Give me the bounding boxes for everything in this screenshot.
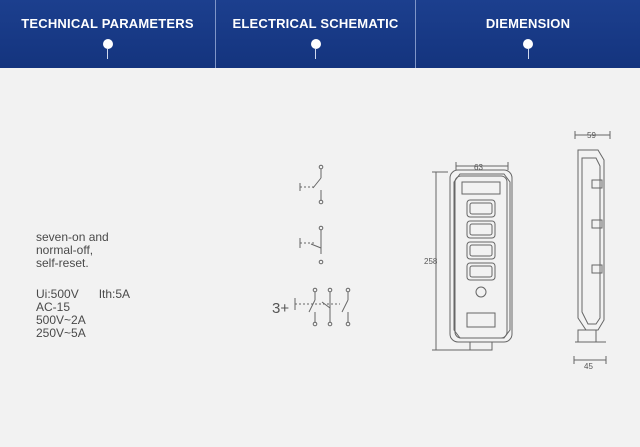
front-view-drawing (432, 162, 513, 351)
tab-indicator-dot (523, 39, 533, 49)
param-line: seven-on and (36, 230, 109, 244)
param-line: normal-off, (36, 243, 94, 257)
param-line: 500V~2A (36, 313, 86, 327)
tab-label: DIEMENSION (485, 16, 571, 31)
switch-symbol-triple (294, 287, 351, 327)
electrical-schematic (294, 164, 351, 327)
tab-technical-parameters[interactable]: TECHNICAL PARAMETERS (0, 0, 215, 68)
tab-electrical-schematic[interactable]: ELECTRICAL SCHEMATIC (215, 0, 415, 68)
dimension-front-width: 63 (474, 163, 483, 172)
param-line: 250V~5A (36, 326, 86, 340)
tab-indicator-dot (310, 39, 321, 49)
tab-label: TECHNICAL PARAMETERS (21, 16, 194, 31)
dimension-height: 258 (424, 257, 438, 266)
technical-parameters-text: seven-on and normal-off, self-reset. Ui:… (36, 231, 130, 340)
schematic-multiplier-label: 3+ (272, 300, 289, 317)
switch-symbol-no (299, 164, 324, 205)
param-ratings-line: Ui:500V Ith:5A (36, 287, 131, 301)
header-bar: TECHNICAL PARAMETERS ELECTRICAL SCHEMATI… (0, 0, 640, 68)
dimension-side-bottom: 45 (584, 362, 593, 371)
tab-label: ELECTRICAL SCHEMATIC (232, 16, 399, 31)
tab-indicator-dot (102, 39, 113, 49)
switch-symbol-nc (299, 225, 324, 265)
tab-indicator-line (315, 49, 316, 59)
tab-indicator-line (527, 49, 529, 59)
param-line: AC-15 (36, 300, 71, 314)
tab-dimension[interactable]: DIEMENSION (415, 0, 640, 68)
side-view-drawing (573, 131, 611, 364)
dimension-side-top: 59 (587, 131, 596, 140)
param-line: self-reset. (36, 256, 89, 270)
tab-indicator-line (107, 49, 108, 59)
